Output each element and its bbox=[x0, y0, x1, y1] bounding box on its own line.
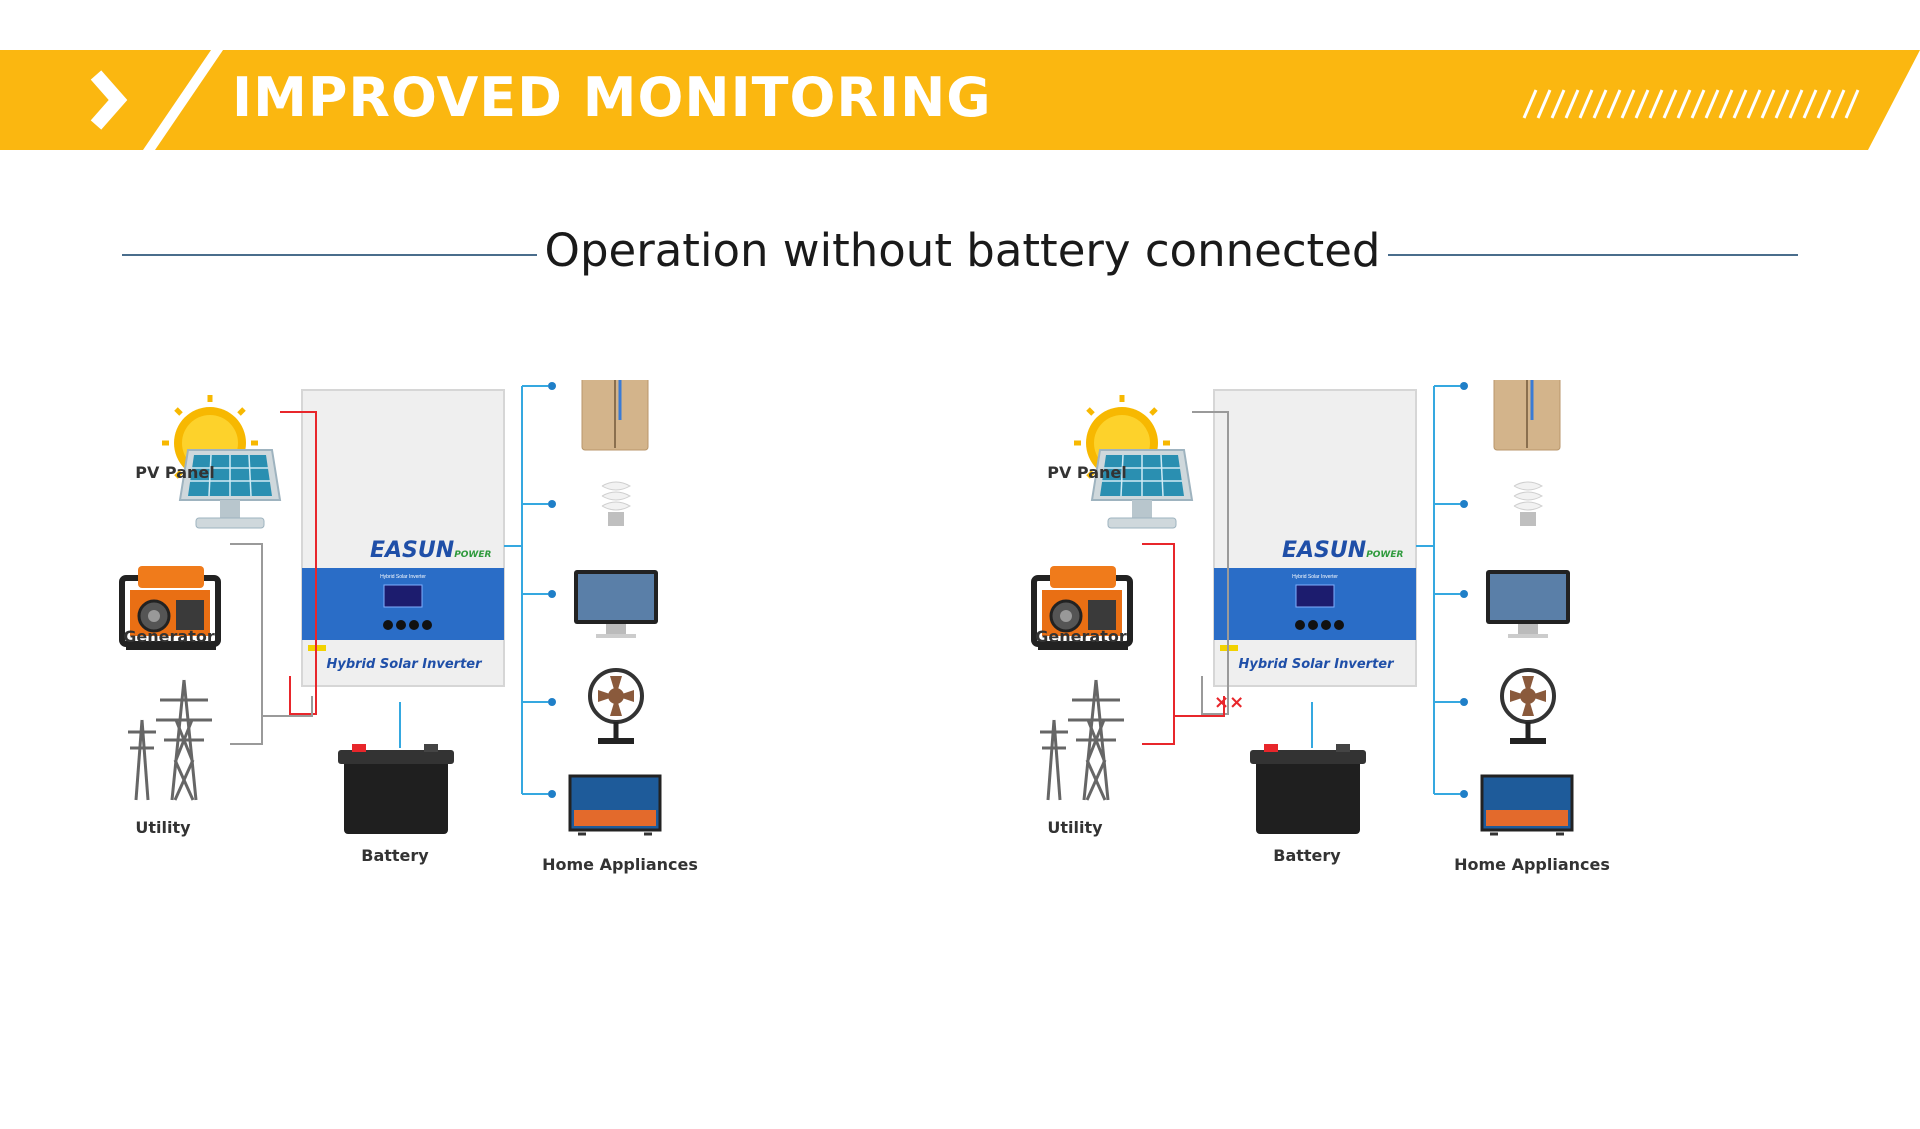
solar-panel-icon bbox=[1090, 449, 1194, 529]
utility-tower-icon bbox=[1040, 679, 1124, 801]
utility-label: Utility bbox=[1047, 818, 1103, 837]
pv-wire bbox=[1192, 411, 1229, 715]
wiring-diagram: ×× bbox=[1031, 380, 1574, 836]
subtitle-rule-left bbox=[122, 254, 537, 256]
generator-label: Generator bbox=[123, 627, 215, 646]
banner-title: IMPROVED MONITORING bbox=[232, 66, 992, 129]
pv-wire bbox=[280, 411, 317, 715]
load-wiring bbox=[399, 385, 548, 795]
generator-icon bbox=[1031, 566, 1133, 650]
light-bulb-icon bbox=[1513, 481, 1544, 526]
generator-wire bbox=[1142, 543, 1175, 716]
subtitle-rule-right bbox=[1388, 254, 1798, 256]
battery-icon bbox=[1250, 744, 1366, 834]
generator-wire bbox=[230, 543, 263, 716]
pv-panel-label: PV Panel bbox=[135, 463, 215, 482]
plug-icons bbox=[1460, 382, 1468, 798]
solar-panel-icon bbox=[178, 449, 282, 529]
inverter-panel-caption: Hybrid Solar Inverter bbox=[380, 574, 426, 580]
load-wiring bbox=[1311, 385, 1460, 795]
wiring-diagram bbox=[119, 380, 662, 836]
utility-label: Utility bbox=[135, 818, 191, 837]
television-icon bbox=[568, 774, 662, 836]
banner-slash-divider bbox=[139, 50, 224, 155]
generator-label: Generator bbox=[1035, 627, 1127, 646]
fan-icon bbox=[1500, 668, 1556, 744]
refrigerator-icon bbox=[1493, 380, 1561, 451]
inverter-brand-logo: EASUNPOWER bbox=[370, 538, 492, 563]
utility-tower-icon bbox=[128, 679, 212, 801]
hatch-stripes-icon bbox=[1522, 89, 1860, 119]
inverter-icon bbox=[1213, 389, 1417, 687]
inverter-brand-logo: EASUNPOWER bbox=[1282, 538, 1404, 563]
diagram-grid-generator: ×× PV Panel Generator Utility Battery Ho… bbox=[1024, 380, 1784, 1100]
television-icon bbox=[1480, 774, 1574, 836]
inverter-panel-caption: Hybrid Solar Inverter bbox=[1292, 574, 1338, 580]
chevron-right-icon bbox=[90, 70, 128, 130]
banner-background bbox=[0, 50, 1920, 150]
monitor-icon bbox=[574, 570, 658, 638]
diagram-pv-only: PV Panel Generator Utility Battery Home … bbox=[112, 380, 872, 1100]
disconnect-mark: ×× bbox=[1214, 692, 1244, 713]
inverter-model-label: Hybrid Solar Inverter bbox=[326, 657, 482, 672]
home-appliances-label: Home Appliances bbox=[1454, 855, 1610, 874]
header-banner bbox=[0, 50, 1920, 155]
utility-wire bbox=[230, 696, 313, 745]
inverter-model-label: Hybrid Solar Inverter bbox=[1238, 657, 1394, 672]
utility-wire bbox=[1142, 696, 1225, 745]
battery-label: Battery bbox=[1273, 846, 1341, 865]
pv-panel-label: PV Panel bbox=[1047, 463, 1127, 482]
inverter-icon bbox=[301, 389, 505, 687]
generator-icon bbox=[119, 566, 221, 650]
battery-label: Battery bbox=[361, 846, 429, 865]
light-bulb-icon bbox=[601, 481, 632, 526]
monitor-icon bbox=[1486, 570, 1570, 638]
home-appliances-label: Home Appliances bbox=[542, 855, 698, 874]
subtitle: Operation without battery connected bbox=[544, 224, 1381, 277]
fan-icon bbox=[588, 668, 644, 744]
refrigerator-icon bbox=[581, 380, 649, 451]
battery-icon bbox=[338, 744, 454, 834]
plug-icons bbox=[548, 382, 556, 798]
